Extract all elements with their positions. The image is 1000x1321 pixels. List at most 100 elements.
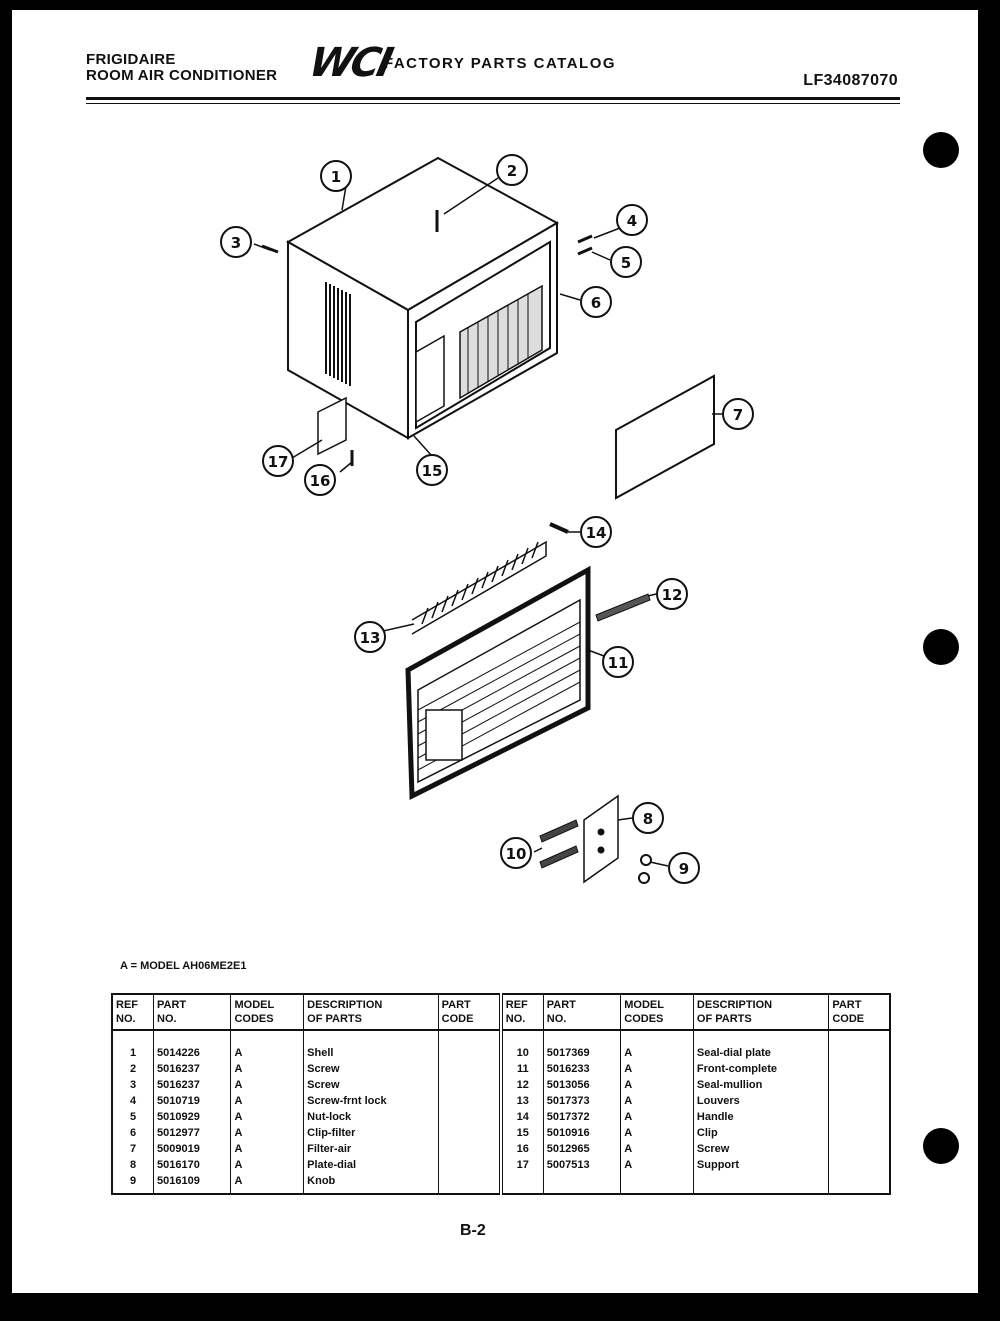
cell-part: 5016237 [152, 1061, 231, 1077]
callout-8: 8 [632, 802, 664, 834]
cell-model: A [230, 1173, 304, 1195]
cell-part [542, 1173, 621, 1195]
catalog-page: FRIGIDAIRE ROOM AIR CONDITIONER WCI FACT… [12, 10, 978, 1293]
cell-ref: 17 [498, 1157, 544, 1173]
cell-ref: 6 [111, 1125, 154, 1141]
callout-6: 6 [580, 286, 612, 318]
cell-desc: Screw [303, 1077, 439, 1093]
table-spacer-cell [542, 1030, 621, 1045]
svg-text:7: 7 [733, 406, 743, 424]
svg-text:14: 14 [586, 524, 607, 542]
cell-model: A [230, 1093, 304, 1109]
page-number: B-2 [460, 1222, 486, 1239]
callout-4: 4 [616, 204, 648, 236]
cell-part: 5013056 [542, 1077, 621, 1093]
cell-ref: 13 [498, 1093, 544, 1109]
air-filter-drawing [615, 374, 715, 500]
cell-code [437, 1109, 501, 1125]
svg-text:16: 16 [310, 472, 331, 490]
callout-10: 10 [500, 837, 532, 869]
cell-code [437, 1157, 501, 1173]
callout-14: 14 [580, 516, 612, 548]
cell-desc: Clip [692, 1125, 829, 1141]
cell-model: A [230, 1109, 304, 1125]
exploded-parts-diagram: 1 2 3 4 5 6 7 8 9 10 11 12 13 14 15 16 1… [220, 154, 754, 884]
cell-part: 5012977 [152, 1125, 231, 1141]
cell-model: A [230, 1061, 304, 1077]
cell-desc: Support [692, 1157, 829, 1173]
model-legend: A = MODEL AH06ME2E1 [120, 960, 247, 972]
cell-part: 5010929 [152, 1109, 231, 1125]
callout-5: 5 [610, 246, 642, 278]
svg-text:8: 8 [643, 810, 653, 828]
cell-desc: Screw [303, 1061, 439, 1077]
cell-desc [692, 1173, 829, 1195]
cell-ref: 14 [498, 1109, 544, 1125]
cell-desc: Louvers [692, 1093, 829, 1109]
cell-code [828, 1061, 892, 1077]
cell-part: 5017369 [542, 1045, 621, 1061]
table-spacer-cell [303, 1030, 439, 1045]
svg-text:9: 9 [679, 860, 689, 878]
callout-15: 15 [416, 454, 448, 486]
cell-part: 5014226 [152, 1045, 231, 1061]
callout-16: 16 [304, 464, 336, 496]
cell-ref: 9 [111, 1173, 154, 1195]
cell-desc: Nut-lock [303, 1109, 439, 1125]
binder-hole-bottom [923, 1128, 959, 1164]
cell-part: 5007513 [542, 1157, 621, 1173]
cell-code [437, 1061, 501, 1077]
cell-ref: 4 [111, 1093, 154, 1109]
cell-ref: 3 [111, 1077, 154, 1093]
cell-part: 5016170 [152, 1157, 231, 1173]
shell-drawing [285, 156, 560, 456]
table-spacer-cell [498, 1030, 544, 1045]
cell-code [828, 1173, 892, 1195]
cell-ref: 12 [498, 1077, 544, 1093]
cell-code [437, 1173, 501, 1195]
cell-model: A [620, 1141, 694, 1157]
cell-code [828, 1157, 892, 1173]
svg-text:5: 5 [621, 254, 631, 272]
table-spacer-cell [152, 1030, 231, 1045]
cell-model: A [620, 1109, 694, 1125]
cell-desc: Clip-filter [303, 1125, 439, 1141]
cell-ref: 1 [111, 1045, 154, 1061]
cell-code [828, 1045, 892, 1061]
cell-model: A [230, 1077, 304, 1093]
svg-text:13: 13 [360, 629, 381, 647]
callout-1: 1 [320, 160, 352, 192]
cell-desc: Handle [692, 1109, 829, 1125]
cell-code [828, 1109, 892, 1125]
cell-desc: Filter-air [303, 1141, 439, 1157]
front-panel-drawing [405, 565, 591, 800]
cell-ref [498, 1173, 544, 1195]
callout-3: 3 [220, 226, 252, 258]
callout-17: 17 [262, 445, 294, 477]
product-name: ROOM AIR CONDITIONER [86, 67, 278, 84]
header-rule [86, 97, 900, 100]
cell-desc: Seal-dial plate [692, 1045, 829, 1061]
cell-model [620, 1173, 694, 1195]
cell-ref: 8 [111, 1157, 154, 1173]
cell-model: A [230, 1125, 304, 1141]
cell-model: A [230, 1045, 304, 1061]
cell-desc: Screw-frnt lock [303, 1093, 439, 1109]
cell-code [828, 1093, 892, 1109]
cell-model: A [620, 1125, 694, 1141]
cell-part: 5016233 [542, 1061, 621, 1077]
